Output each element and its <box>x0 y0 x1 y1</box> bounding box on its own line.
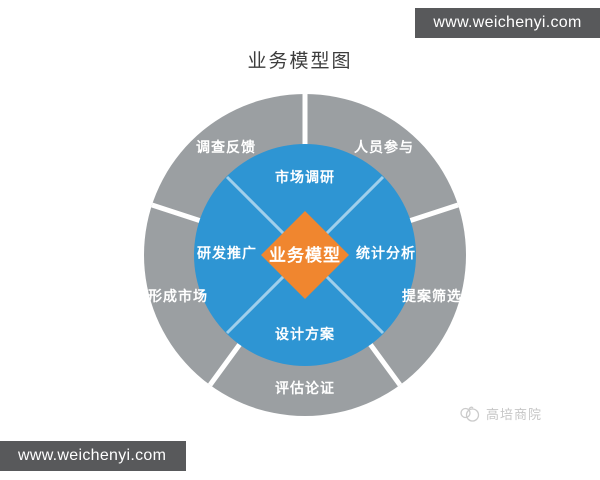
watermark-text: 高培商院 <box>486 406 543 422</box>
bottom-url-bar: www.weichenyi.com <box>0 441 186 471</box>
center-diamond-label: 业务模型 <box>269 245 341 265</box>
watermark: 高培商院 <box>458 401 542 425</box>
outer-label-personnel-participation: 人员参与 <box>354 139 414 155</box>
bottom-url-text: www.weichenyi.com <box>18 447 167 464</box>
outer-label-form-market: 形成市场 <box>148 288 208 304</box>
inner-label-design-plan: 设计方案 <box>275 326 335 342</box>
top-url-text: www.weichenyi.com <box>433 14 582 31</box>
top-url-bar: www.weichenyi.com <box>415 8 600 38</box>
gaopei-logo-icon <box>460 406 480 422</box>
outer-label-evaluation-demonstration: 评估论证 <box>275 380 335 396</box>
inner-label-rd-promotion: 研发推广 <box>197 245 257 261</box>
inner-label-statistical-analysis: 统计分析 <box>356 245 416 261</box>
center-diamond <box>261 211 349 299</box>
outer-label-proposal-screening: 提案筛选 <box>402 288 462 304</box>
outer-label-survey-feedback: 调查反馈 <box>196 139 256 155</box>
page-title: 业务模型图 <box>247 51 353 72</box>
inner-label-market-research: 市场调研 <box>275 169 335 185</box>
